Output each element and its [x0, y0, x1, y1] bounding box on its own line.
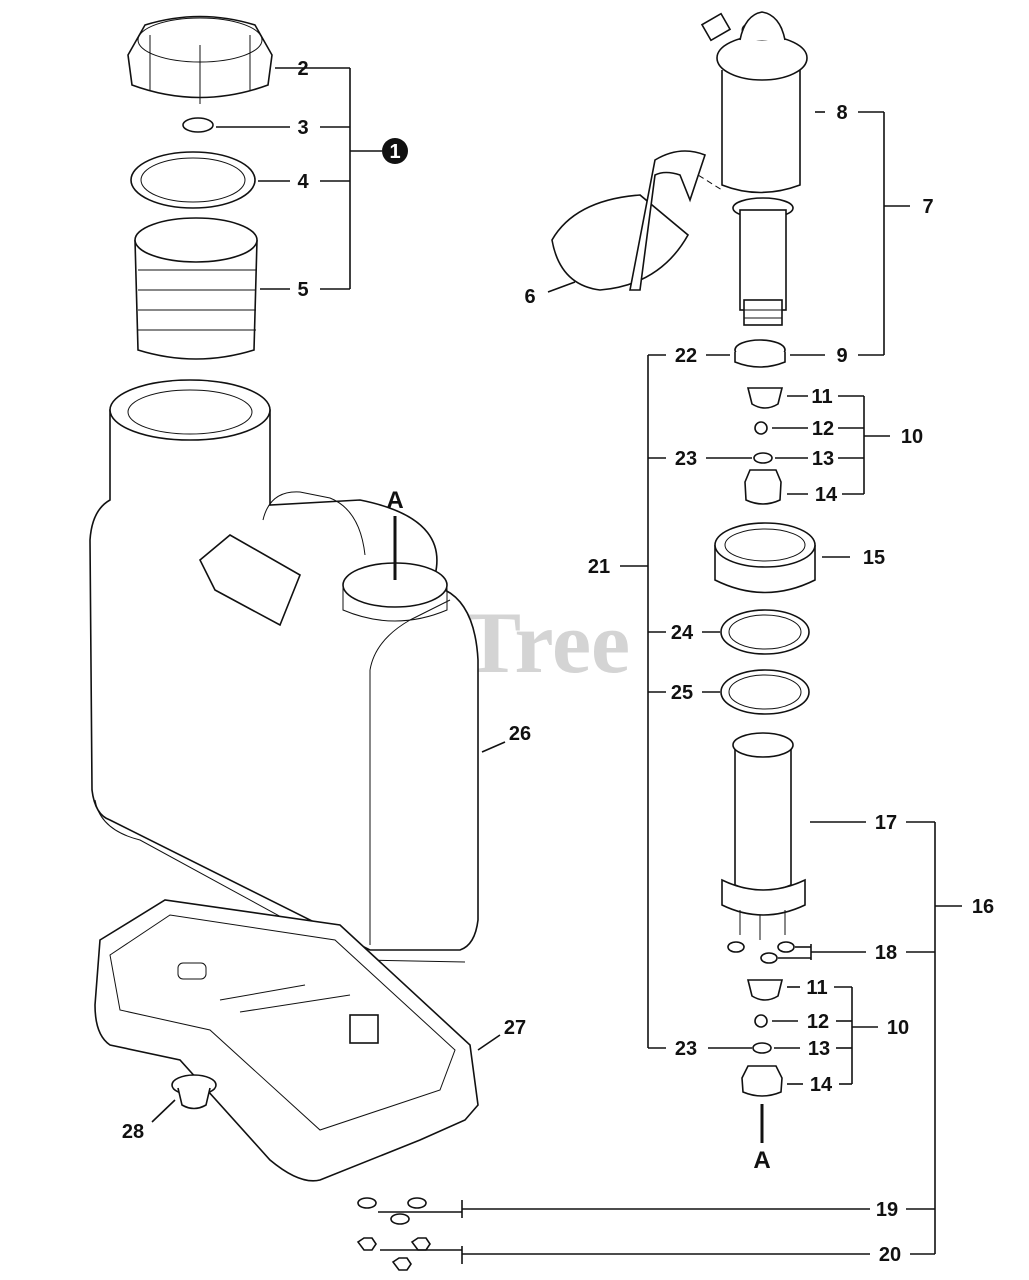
- part-2-cap: [127, 15, 273, 104]
- part-26-tank: [89, 379, 479, 963]
- callout-circle-1: [382, 138, 408, 164]
- label-10-lower: 10: [887, 1017, 909, 1039]
- label-14-upper: 14: [815, 484, 838, 506]
- label-23-upper: 23: [675, 448, 697, 470]
- part-24-o-ring: [720, 609, 810, 655]
- label-25: 25: [671, 682, 693, 704]
- label-16: 16: [972, 896, 994, 918]
- label-7: 7: [922, 196, 933, 218]
- marker-a-top: A: [386, 487, 403, 514]
- part-5-strainer: [134, 217, 258, 360]
- part-3-vent: [182, 117, 214, 133]
- label-10-upper: 10: [901, 426, 923, 448]
- label-12-lower: 12: [807, 1011, 829, 1033]
- marker-a-bottom: A: [753, 1147, 770, 1174]
- label-19: 19: [876, 1199, 898, 1221]
- part-4-gasket: [130, 151, 256, 209]
- leader-28: [151, 1099, 176, 1123]
- label-22: 22: [675, 345, 697, 367]
- label-15: 15: [863, 547, 885, 569]
- label-18: 18: [875, 942, 897, 964]
- label-23-lower: 23: [675, 1038, 697, 1060]
- label-14-lower: 14: [810, 1074, 833, 1096]
- part-13-ring-upper: [753, 452, 773, 464]
- label-13-lower: 13: [808, 1038, 830, 1060]
- part-27-base: [94, 899, 479, 1182]
- label-17: 17: [875, 812, 897, 834]
- dashed-guide: [689, 169, 723, 191]
- part-11-valve-upper: [746, 387, 784, 409]
- part-15-collar-nut: [714, 522, 816, 594]
- label-12-upper: 12: [812, 418, 834, 440]
- part-14-fitting-upper: [744, 469, 782, 505]
- part-9-seal: [734, 339, 786, 368]
- label-13-upper: 13: [812, 448, 834, 470]
- part-12-ball-upper: [754, 421, 768, 435]
- label-26: 26: [509, 723, 531, 745]
- leader-26: [481, 741, 506, 753]
- leader-27: [477, 1034, 501, 1051]
- label-24: 24: [671, 622, 694, 644]
- label-6: 6: [524, 286, 535, 308]
- label-11-upper: 11: [811, 386, 832, 408]
- label-2: 2: [297, 58, 308, 80]
- label-21: 21: [588, 556, 610, 578]
- part-8-pump-chamber: [700, 11, 808, 194]
- part-6-holder: [551, 150, 706, 291]
- label-20: 20: [879, 1244, 901, 1266]
- part-12-ball-lower: [754, 1014, 768, 1028]
- part-7-pump-shaft: [732, 197, 794, 326]
- label-5: 5: [297, 279, 308, 301]
- bracket-group-1: [216, 67, 382, 290]
- label-8: 8: [836, 102, 847, 124]
- part-14-fitting-lower: [741, 1065, 783, 1097]
- part-13-ring-lower: [752, 1042, 772, 1054]
- part-28-drain-plug: [171, 1074, 217, 1110]
- part-17-cylinder: [721, 732, 806, 940]
- label-27: 27: [504, 1017, 526, 1039]
- part-25-o-ring: [720, 669, 810, 715]
- callout-1-number: 1: [389, 141, 400, 163]
- label-9: 9: [836, 345, 847, 367]
- label-3: 3: [297, 117, 308, 139]
- part-11-valve-lower: [746, 979, 784, 1001]
- label-28: 28: [122, 1121, 144, 1143]
- part-18-washers: [727, 941, 795, 964]
- leader-6: [547, 281, 576, 293]
- label-11-lower: 11: [806, 977, 827, 999]
- label-4: 4: [297, 171, 309, 193]
- part-19-washers: [357, 1197, 427, 1225]
- part-20-nuts: [356, 1237, 431, 1271]
